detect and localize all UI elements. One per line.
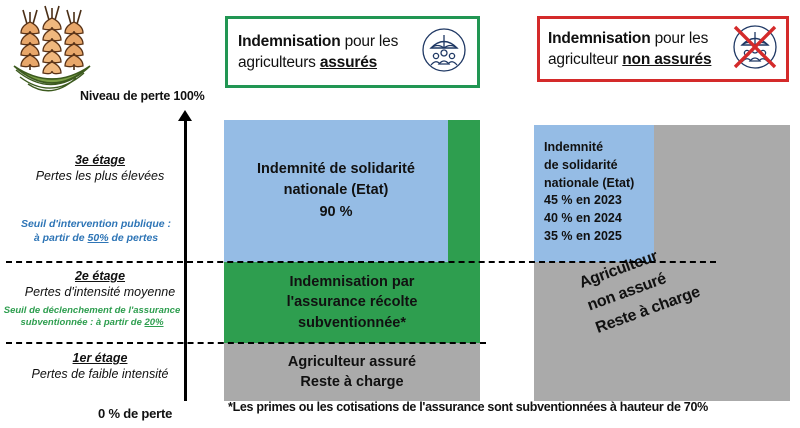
band-right-blue-line3: nationale (Etat) bbox=[544, 175, 635, 190]
band-left-gray-line2: Reste à charge bbox=[300, 374, 404, 390]
axis-bottom-label: 0 % de perte bbox=[98, 406, 173, 421]
vertical-axis bbox=[184, 118, 187, 401]
band-left-green-line1: Indemnisation par bbox=[289, 273, 415, 290]
threshold-public-value: 50% bbox=[87, 231, 109, 244]
header-non-assured-line2-lead: agriculteur bbox=[548, 51, 623, 68]
stage-3-title: 3e étage bbox=[74, 153, 126, 167]
threshold-line-20-percent bbox=[6, 342, 486, 344]
threshold-public-intervention: Seuil d'intervention publique : à partir… bbox=[10, 218, 182, 245]
band-right-blue-line2: de solidarité bbox=[544, 157, 618, 172]
header-box-non-assured-farmers: Indemnisation pour les agriculteur non a… bbox=[537, 16, 789, 82]
band-right-blue-line5: 40 % en 2024 bbox=[544, 211, 622, 225]
stage-label-1: 1er étage Pertes de faible intensité bbox=[20, 350, 180, 382]
header-non-assured-text: Indemnisation pour les agriculteur non a… bbox=[548, 28, 712, 71]
stage-2-subtitle: Pertes d'intensité moyenne bbox=[24, 285, 176, 299]
header-non-assured-lead: Indemnisation bbox=[548, 29, 651, 47]
threshold-public-line2-pre: à partir de bbox=[33, 231, 88, 244]
axis-top-label: Niveau de perte 100% bbox=[80, 89, 205, 103]
band-left-blue-line1: Indemnité de solidarité bbox=[257, 161, 415, 178]
stage-label-3: 3e étage Pertes les plus élevées bbox=[20, 152, 180, 184]
band-assured-farmer-remainder: Agriculteur assuré Reste à charge bbox=[224, 343, 480, 401]
band-national-solidarity-non-assured: Indemnité de solidarité nationale (Etat)… bbox=[534, 125, 654, 262]
header-non-assured-line2-emph: non assurés bbox=[622, 51, 712, 68]
header-box-assured-farmers: Indemnisation pour les agriculteurs assu… bbox=[225, 16, 480, 88]
threshold-insurance-line2-pre: subventionnée : à partir de bbox=[20, 317, 145, 329]
stage-2-title: 2e étage bbox=[74, 269, 126, 283]
band-right-blue-line4: 45 % en 2023 bbox=[544, 193, 622, 208]
header-assured-text: Indemnisation pour les agriculteurs assu… bbox=[238, 31, 398, 74]
stage-3-subtitle: Pertes les plus élevées bbox=[35, 169, 165, 183]
stage-1-title: 1er étage bbox=[72, 351, 128, 365]
band-left-blue-line2: nationale (Etat) bbox=[283, 182, 389, 199]
threshold-public-line2-post: de pertes bbox=[108, 231, 159, 244]
band-insurance-residual-strip bbox=[448, 120, 480, 262]
band-right-blue-line6: 35 % en 2025 bbox=[544, 228, 622, 243]
chart-non-assured-farmers: Indemnité de solidarité nationale (Etat)… bbox=[534, 125, 790, 401]
header-assured-middle: pour les bbox=[340, 32, 399, 50]
threshold-subsidised-insurance: Seuil de déclenchement de l'assurance su… bbox=[0, 305, 184, 330]
threshold-insurance-value: 20% bbox=[144, 317, 164, 329]
band-left-green-line3: subventionnée* bbox=[298, 314, 406, 331]
header-non-assured-middle: pour les bbox=[650, 29, 709, 47]
band-left-blue-line3: 90 % bbox=[319, 203, 353, 220]
threshold-public-line1: Seuil d'intervention publique : bbox=[20, 218, 172, 230]
umbrella-over-people-crossed-icon bbox=[732, 24, 778, 75]
header-assured-line2-emph: assurés bbox=[319, 54, 378, 71]
stage-label-2: 2e étage Pertes d'intensité moyenne bbox=[20, 268, 180, 300]
umbrella-over-people-icon bbox=[421, 27, 467, 78]
axis-arrow-icon bbox=[178, 110, 192, 121]
threshold-line-50-percent bbox=[6, 261, 716, 263]
header-assured-line2-lead: agriculteurs bbox=[238, 54, 320, 71]
band-left-gray-line1: Agriculteur assuré bbox=[287, 353, 417, 370]
threshold-insurance-line1: Seuil de déclenchement de l'assurance bbox=[3, 305, 181, 316]
header-assured-lead: Indemnisation bbox=[238, 32, 341, 50]
band-national-solidarity-assured: Indemnité de solidarité nationale (Etat)… bbox=[224, 120, 448, 262]
band-right-blue-line1: Indemnité bbox=[544, 140, 604, 154]
wheat-field-logo bbox=[8, 4, 96, 96]
chart-assured-farmers: Indemnité de solidarité nationale (Etat)… bbox=[224, 120, 480, 401]
stage-1-subtitle: Pertes de faible intensité bbox=[31, 367, 169, 381]
footnote-subsidy: *Les primes ou les cotisations de l'assu… bbox=[228, 400, 708, 414]
band-left-green-line2: l'assurance récolte bbox=[286, 294, 418, 311]
band-subsidised-insurance: Indemnisation par l'assurance récolte su… bbox=[224, 262, 480, 343]
